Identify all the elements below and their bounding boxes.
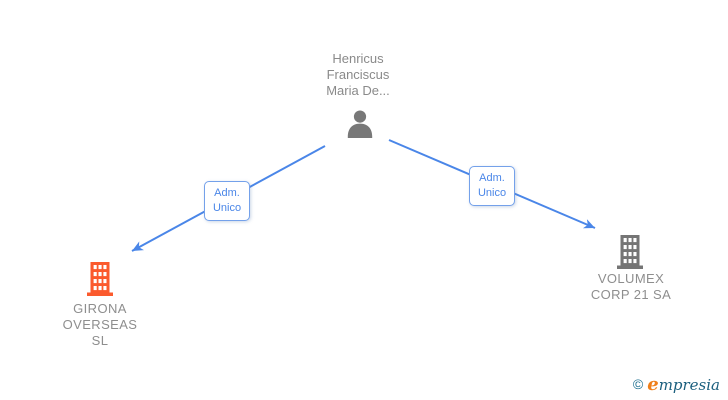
company-name-line: CORP 21 SA [590,287,672,302]
company-name-line: GIRONA [73,301,127,316]
edge-label-line: Adm. [479,172,505,184]
edge-label-adm-unico-left: Adm. Unico [204,181,250,221]
copyright-icon: © [632,376,644,392]
edge-label-adm-unico-right: Adm. Unico [469,166,515,206]
company-node-volumex[interactable]: VOLUMEX CORP 21 SA [556,271,706,303]
company-name-line: VOLUMEX [597,271,665,286]
company-name-line: SL [91,333,109,348]
building-icon-girona[interactable] [86,262,114,296]
brand-wordmark: empresia [647,374,720,395]
edge-label-line: Adm. [214,187,240,199]
brand-initial: e [647,374,659,395]
company-name-line: OVERSEAS [62,317,138,332]
person-name-line: Franciscus [326,67,390,82]
edge-label-line: Unico [477,187,507,199]
company-node-girona[interactable]: GIRONA OVERSEAS SL [25,301,175,349]
brand-rest: mpresia [658,376,720,394]
person-name-line: Maria De... [326,83,390,98]
person-icon[interactable] [344,108,376,140]
person-node-label[interactable]: Henricus Franciscus Maria De... [268,51,448,99]
person-name-line: Henricus [332,51,384,66]
edge-label-line: Unico [212,202,242,214]
empresia-logo[interactable]: ©empresia [633,374,720,395]
building-icon-volumex[interactable] [616,235,644,269]
